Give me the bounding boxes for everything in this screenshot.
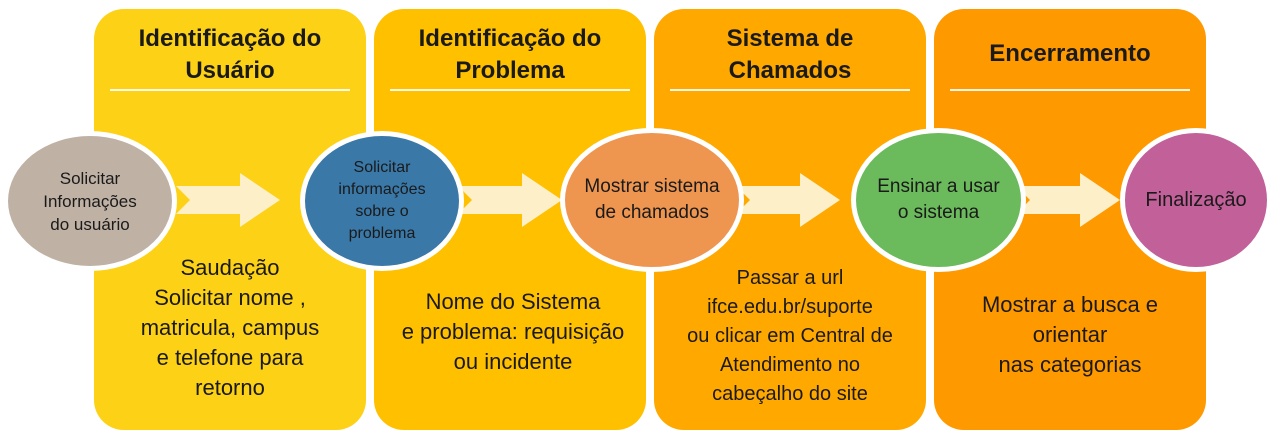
stage-description: Mostrar a busca e orientar nas categoria… [981, 292, 1159, 377]
stage-divider [950, 89, 1190, 91]
step-circle-finalizacao: Finalização [1120, 128, 1272, 272]
step-circle-solicitar-problema: Solicitar informações sobre o problema [300, 131, 464, 271]
flow-arrow-shape [736, 173, 840, 227]
step-circle-solicitar-usuario: Solicitar Informações do usuário [3, 131, 177, 271]
step-label: Finalização [1145, 189, 1247, 211]
stage-divider [390, 89, 630, 91]
stage-description: Passar a url ifce.edu.br/suporte ou clic… [687, 267, 893, 405]
stage-title: Encerramento [989, 40, 1151, 67]
flow-arrow-shape [458, 173, 562, 227]
stage-title: Sistema de Chamados [726, 25, 854, 84]
flow-arrow-icon [736, 173, 840, 227]
stage-description: Nome do Sistema e problema: requisição o… [401, 289, 625, 374]
stage-description: Saudação Solicitar nome , matricula, cam… [140, 255, 320, 400]
step-circle-ensinar-sistema: Ensinar a usar o sistema [851, 128, 1026, 272]
stage-divider [670, 89, 910, 91]
stage-divider [110, 89, 350, 91]
step-label: Ensinar a usar o sistema [877, 176, 1000, 223]
stage-title: Identificação do Usuário [138, 25, 322, 84]
flow-arrow-shape [1016, 173, 1120, 227]
flow-arrow-shape [176, 173, 280, 227]
step-circle-mostrar-sistema: Mostrar sistema de chamados [560, 128, 744, 272]
step-label: Solicitar Informações do usuário [43, 168, 137, 234]
stage-title: Identificação do Problema [418, 25, 602, 84]
flow-arrow-icon [458, 173, 562, 227]
flow-arrow-icon [176, 173, 280, 227]
flow-arrow-icon [1016, 173, 1120, 227]
step-label: Solicitar informações sobre o problema [338, 159, 426, 242]
step-label: Mostrar sistema de chamados [584, 176, 720, 223]
